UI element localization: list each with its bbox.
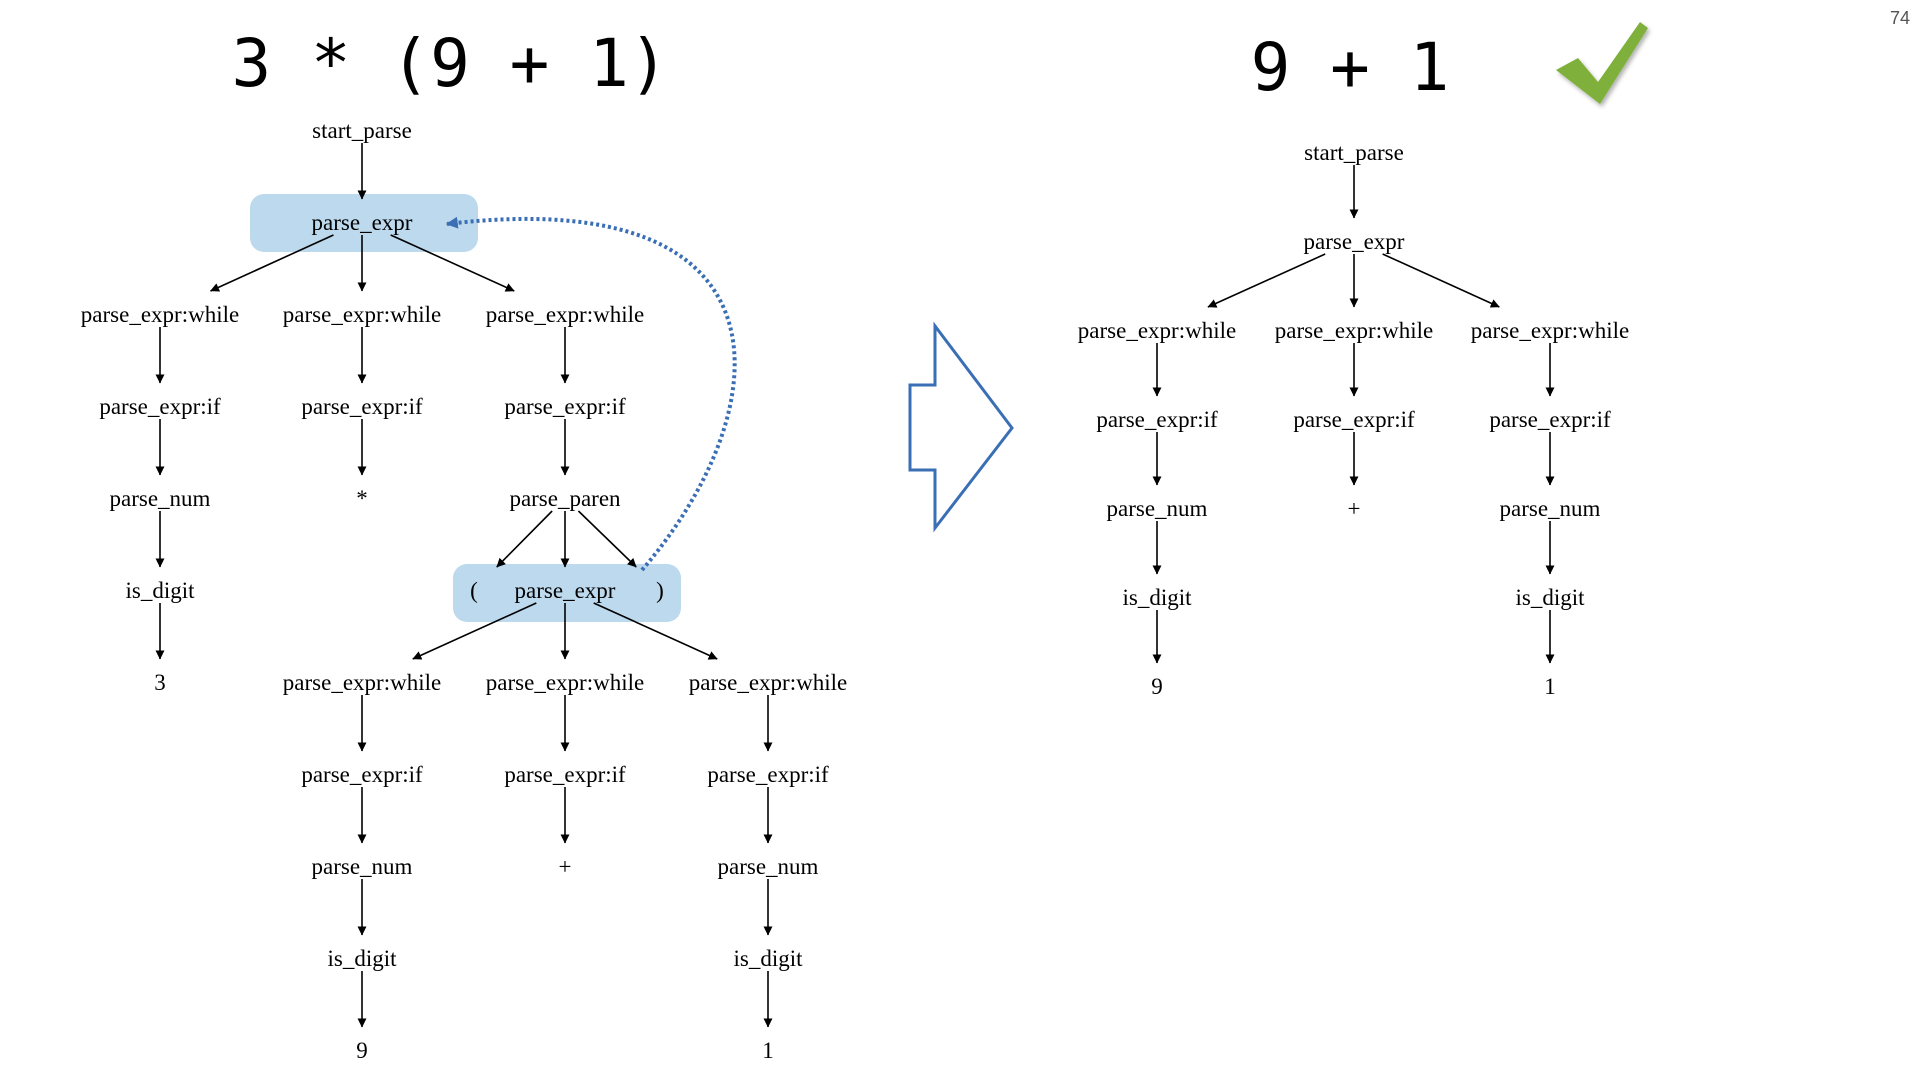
highlight-box-l-pe: [250, 194, 478, 252]
left-node-9: 9: [356, 1038, 368, 1063]
left-edge: [210, 234, 334, 292]
right-node-parse-expr-while: parse_expr:while: [1078, 318, 1236, 343]
left-node-open-paren: (: [470, 578, 478, 603]
left-node-1: 1: [762, 1038, 774, 1063]
left-node-parse-expr-if: parse_expr:if: [301, 762, 423, 787]
right-node-parse-expr-while: parse_expr:while: [1471, 318, 1629, 343]
left-node-parse-expr-while: parse_expr:while: [486, 302, 644, 327]
left-node-plus: +: [559, 854, 572, 879]
left-edge: [496, 510, 553, 568]
right-edge: [1207, 253, 1326, 308]
right-node-plus: +: [1348, 496, 1361, 521]
right-node-parse-num: parse_num: [1107, 496, 1208, 521]
left-node-parse-num: parse_num: [312, 854, 413, 879]
left-node-parse-num: parse_num: [718, 854, 819, 879]
left-node-parse-expr-while: parse_expr:while: [283, 670, 441, 695]
left-expression-title: 3 * (9 + 1): [231, 25, 668, 102]
right-node-9: 9: [1151, 674, 1163, 699]
left-node-parse-expr-while: parse_expr:while: [81, 302, 239, 327]
right-node-is-digit: is_digit: [1515, 585, 1585, 610]
left-node-3: 3: [154, 670, 166, 695]
left-node-is-digit: is_digit: [733, 946, 803, 971]
left-node-is-digit: is_digit: [327, 946, 397, 971]
left-node-parse-expr-while: parse_expr:while: [283, 302, 441, 327]
left-node-parse-expr-if: parse_expr:if: [707, 762, 829, 787]
left-edge: [577, 510, 637, 568]
left-node-parse-expr-if: parse_expr:if: [504, 762, 626, 787]
left-edge: [390, 234, 515, 292]
checkmark-icon: [1556, 22, 1648, 104]
page-number: 74: [1890, 8, 1910, 28]
right-arrow-icon: [908, 321, 1014, 533]
right-node-parse-expr-if: parse_expr:if: [1489, 407, 1611, 432]
left-edge: [412, 602, 537, 660]
left-tree-edges: [155, 143, 773, 1028]
highlight-box-l-pe2: [453, 564, 681, 622]
left-node-parse-num: parse_num: [110, 486, 211, 511]
left-node-parse-expr-while: parse_expr:while: [689, 670, 847, 695]
right-node-parse-expr-while: parse_expr:while: [1275, 318, 1433, 343]
right-edge: [1382, 253, 1500, 308]
left-node-parse-expr-if: parse_expr:if: [504, 394, 626, 419]
left-node-parse-expr-if: parse_expr:if: [99, 394, 221, 419]
left-node-parse-expr-while: parse_expr:while: [486, 670, 644, 695]
right-node-1: 1: [1544, 674, 1556, 699]
left-node-parse-expr: parse_expr: [312, 210, 413, 235]
right-node-parse-expr-if: parse_expr:if: [1293, 407, 1415, 432]
right-tree-edges: [1152, 165, 1555, 664]
left-node-parse-expr: parse_expr: [515, 578, 616, 603]
left-node-parse-expr-if: parse_expr:if: [301, 394, 423, 419]
left-tree-highlights: [250, 194, 681, 622]
left-node-start-parse: start_parse: [312, 118, 412, 143]
right-node-parse-num: parse_num: [1500, 496, 1601, 521]
left-node-parse-paren: parse_paren: [509, 486, 621, 511]
right-expression-title: 9 + 1: [1251, 29, 1450, 106]
right-node-is-digit: is_digit: [1122, 585, 1192, 610]
right-node-parse-expr: parse_expr: [1304, 229, 1405, 254]
left-node-asterisk: *: [356, 486, 368, 511]
left-node-is-digit: is_digit: [125, 578, 195, 603]
left-node-close-paren: ): [656, 578, 664, 603]
left-edge: [593, 602, 718, 660]
right-node-start-parse: start_parse: [1304, 140, 1404, 165]
right-node-parse-expr-if: parse_expr:if: [1096, 407, 1218, 432]
